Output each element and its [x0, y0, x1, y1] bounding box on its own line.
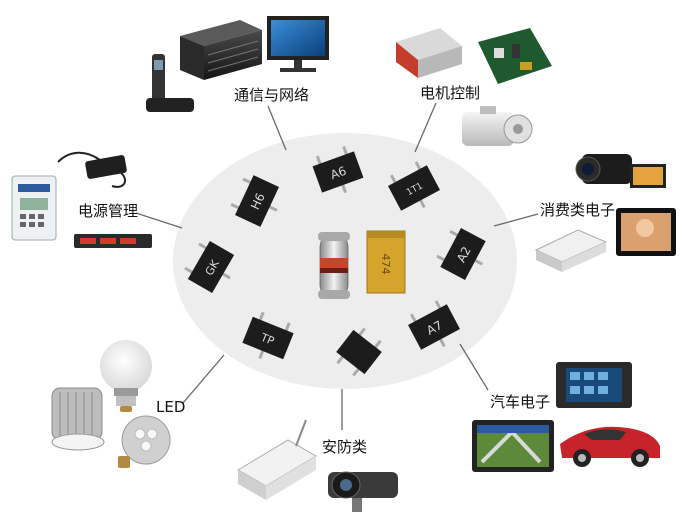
security-device-image: [237, 419, 317, 500]
gps-navigator-image: [472, 420, 554, 472]
connector-auto: [459, 343, 489, 391]
connector-led: [182, 354, 225, 404]
server-image: [180, 20, 262, 80]
smd-chip-bottom-left: TP: [242, 311, 294, 360]
label-consumer: 消费类电子: [540, 201, 616, 219]
photo-frame-image: [616, 208, 676, 256]
power-adapter-image: [57, 151, 127, 188]
car-stereo-image: [556, 362, 632, 408]
led-spotlight-image: [118, 415, 171, 468]
control-box-image: [396, 28, 462, 78]
glass-diode: [318, 232, 350, 299]
connector-telecom: [267, 105, 287, 151]
led-bulb-image: [100, 340, 152, 412]
chip-marking-top-left: H6: [248, 191, 268, 212]
label-led: LED: [156, 398, 186, 416]
label-power: 电源管理: [78, 202, 139, 220]
smd-chip-top-left: H6: [230, 175, 279, 227]
connector-consumer: [493, 213, 539, 227]
smd-chip-left: GK: [184, 240, 235, 294]
chip-marking-right: A2: [454, 244, 474, 265]
chip-marking-bottom-left: TP: [258, 330, 277, 348]
cordless-phone-image: [146, 54, 194, 112]
smd-chip-right: A2: [436, 228, 486, 280]
smd-chip-top-center: A6: [312, 146, 364, 194]
hard-drive-image: [534, 229, 608, 272]
circuit-board-image: [478, 28, 552, 84]
camcorder-image: [575, 154, 666, 188]
smd-chip-bottom-right: A7: [408, 300, 460, 350]
label-security: 安防类: [322, 438, 368, 456]
label-telecom: 通信与网络: [234, 86, 310, 104]
label-motor: 电机控制: [420, 84, 481, 102]
smd-chip-top-right: 1T1: [388, 161, 440, 211]
sports-car-image: [560, 426, 660, 467]
connector-motor: [414, 102, 437, 153]
gold-chip-marking: 474: [379, 254, 392, 275]
led-floodlight-image: [51, 387, 105, 451]
electric-meter-image: [11, 175, 57, 241]
connector-power: [135, 212, 183, 229]
gold-chip: 474: [366, 230, 406, 294]
chip-marking-bottom-right: A7: [424, 318, 445, 338]
security-camera-image: [328, 471, 398, 512]
power-module-image: [74, 234, 152, 248]
label-auto: 汽车电子: [490, 393, 551, 411]
connector-lines: [135, 102, 539, 430]
motor-image: [462, 106, 533, 146]
smd-chip-bottom-center: [336, 327, 382, 377]
chip-marking-top-center: A6: [329, 164, 349, 183]
monitor-image: [267, 16, 329, 72]
